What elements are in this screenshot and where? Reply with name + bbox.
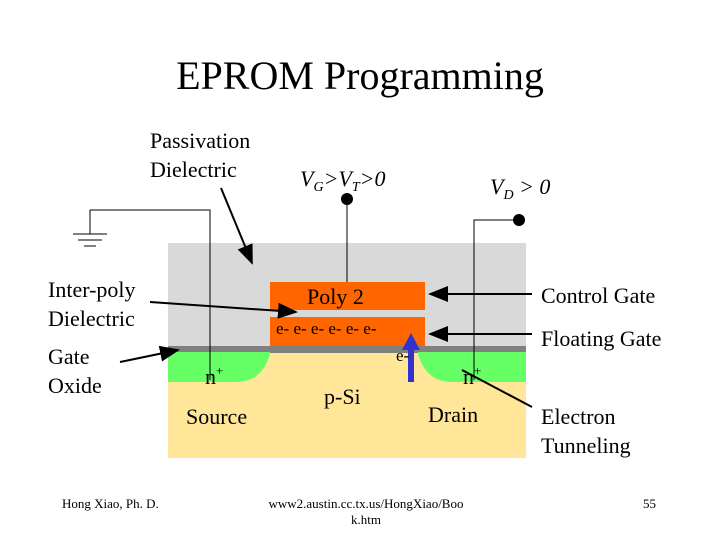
gate-oxide-layer xyxy=(168,346,526,353)
source-n-plus-region xyxy=(168,352,270,382)
floating-gate xyxy=(270,317,425,346)
gate-oxide-label: Gate Oxide xyxy=(48,344,102,398)
source-contact-wire xyxy=(90,209,211,380)
drain-voltage-label: VD > 0 xyxy=(490,174,551,203)
tunneling-arrow-shaft xyxy=(408,348,414,382)
floating-gate-label: Floating Gate xyxy=(541,326,662,351)
source-n-plus-label: n+ xyxy=(205,363,224,389)
inter-poly-pointer-arrow xyxy=(149,301,298,319)
page-number: 55 xyxy=(643,496,656,511)
passivation-dielectric-label: Passivation Dielectric xyxy=(150,128,251,182)
inter-poly-dielectric xyxy=(270,310,425,317)
page-title: EPROM Programming xyxy=(176,53,544,98)
drain-n-plus-label: n+ xyxy=(463,363,482,389)
tunneling-electron-label: e- xyxy=(396,346,410,365)
gate-voltage-label: VG>VT>0 xyxy=(300,166,386,195)
footer-author: Hong Xiao, Ph. D. xyxy=(62,496,159,511)
drain-label: Drain xyxy=(428,402,479,427)
source-label: Source xyxy=(186,404,248,429)
poly2-label: Poly 2 xyxy=(307,284,364,309)
electron-tunneling-pointer-arrow xyxy=(461,369,533,408)
gate-oxide-pointer-arrow xyxy=(119,345,180,363)
inter-poly-dielectric-label: Inter-poly Dielectric xyxy=(48,277,136,331)
tunneling-arrow-head xyxy=(402,333,420,350)
p-si-label: p-Si xyxy=(324,384,361,409)
ground-symbol xyxy=(73,210,107,247)
passivation-pointer-arrow xyxy=(220,187,253,265)
control-gate-label: Control Gate xyxy=(541,283,656,308)
drain-contact-wire xyxy=(473,219,519,380)
electron-tunneling-label: Electron Tunneling xyxy=(541,404,631,458)
drain-n-plus-region xyxy=(418,352,526,382)
stored-electrons-label: e- e- e- e- e- e- xyxy=(276,319,377,338)
footer-url: www2.austin.cc.tx.us/HongXiao/Boo k.htm xyxy=(268,496,464,527)
